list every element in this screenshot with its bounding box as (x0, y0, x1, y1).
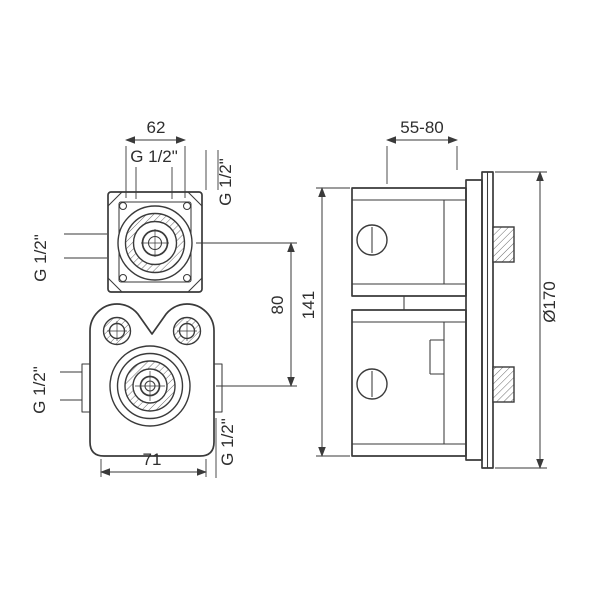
thread-bottom-right-label: G 1/2" (218, 418, 237, 466)
side-view-body (351, 171, 515, 469)
thread-label-top-left: G 1/2" (31, 233, 107, 282)
side-view: 55-80 141 Ø170 (299, 118, 559, 469)
dim-diameter-170: Ø170 (495, 171, 559, 469)
mount-hole-icon (182, 273, 192, 283)
thread-top-left-label: G 1/2" (31, 234, 50, 282)
thread-label-bottom-right: G 1/2" (215, 418, 237, 478)
dim-71-label: 71 (143, 450, 162, 469)
outlet-stub-icon (492, 366, 515, 403)
dim-62: 62 (125, 118, 186, 198)
mount-hole-icon (118, 273, 128, 283)
front-view: 62 G 1/2" G 1/2" G 1/2" 80 (30, 118, 297, 478)
front-upper-valve-body (107, 191, 203, 293)
thread-bottom-left-label: G 1/2" (30, 366, 49, 414)
dim-141: 141 (299, 187, 350, 457)
mounting-bracket (465, 179, 483, 461)
mount-hole-icon (182, 201, 192, 211)
front-lower-valve-body (81, 303, 223, 457)
thread-label-top-right: G 1/2" (205, 150, 235, 206)
dim-62-label: 62 (147, 118, 166, 137)
thread-label-top: G 1/2" (130, 147, 178, 199)
thread-label-bottom-left: G 1/2" (30, 366, 82, 414)
outlet-stub-icon (492, 226, 515, 263)
dim-71: 71 (100, 450, 207, 477)
dim-80-label: 80 (268, 296, 287, 315)
mount-hole-icon (118, 201, 128, 211)
thread-top-label: G 1/2" (130, 147, 178, 166)
dim-55-80-label: 55-80 (400, 118, 443, 137)
dim-141-label: 141 (299, 291, 318, 319)
dim-170-label: Ø170 (540, 281, 559, 323)
dim-80: 80 (196, 242, 297, 387)
thread-top-right-label: G 1/2" (216, 158, 235, 206)
dim-55-80: 55-80 (386, 118, 458, 184)
